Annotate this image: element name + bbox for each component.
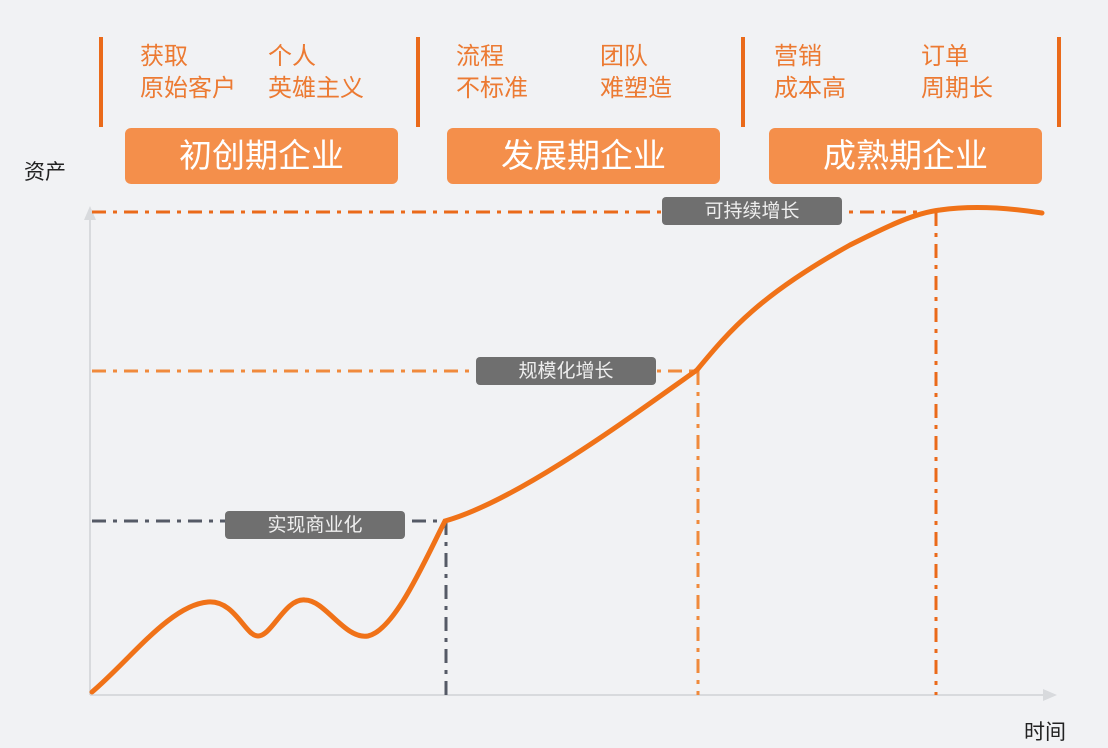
x-axis-arrow-icon <box>1043 689 1057 701</box>
separator <box>99 37 103 127</box>
milestone-scale-growth: 规模化增长 <box>476 357 656 385</box>
separator <box>1057 37 1061 127</box>
milestone-sustainable-growth: 可持续增长 <box>662 197 842 225</box>
stage-startup: 初创期企业 <box>125 128 398 184</box>
pain-point: 团队难塑造 <box>600 42 672 102</box>
growth-curve <box>89 204 1045 695</box>
separator <box>416 37 420 127</box>
pain-point: 个人英雄主义 <box>268 42 364 102</box>
stage-mature: 成熟期企业 <box>769 128 1042 184</box>
pain-point: 营销成本高 <box>774 42 846 102</box>
pain-point: 订单周期长 <box>921 42 993 102</box>
y-axis-arrow-icon <box>84 206 96 220</box>
pain-point: 获取原始客户 <box>140 42 236 102</box>
y-axis-label: 资产 <box>24 160 66 184</box>
pain-point: 流程不标准 <box>456 42 528 102</box>
separator <box>741 37 745 127</box>
x-axis-label: 时间 <box>1024 720 1066 744</box>
milestone-commercialization: 实现商业化 <box>225 511 405 539</box>
stage-growth: 发展期企业 <box>447 128 720 184</box>
